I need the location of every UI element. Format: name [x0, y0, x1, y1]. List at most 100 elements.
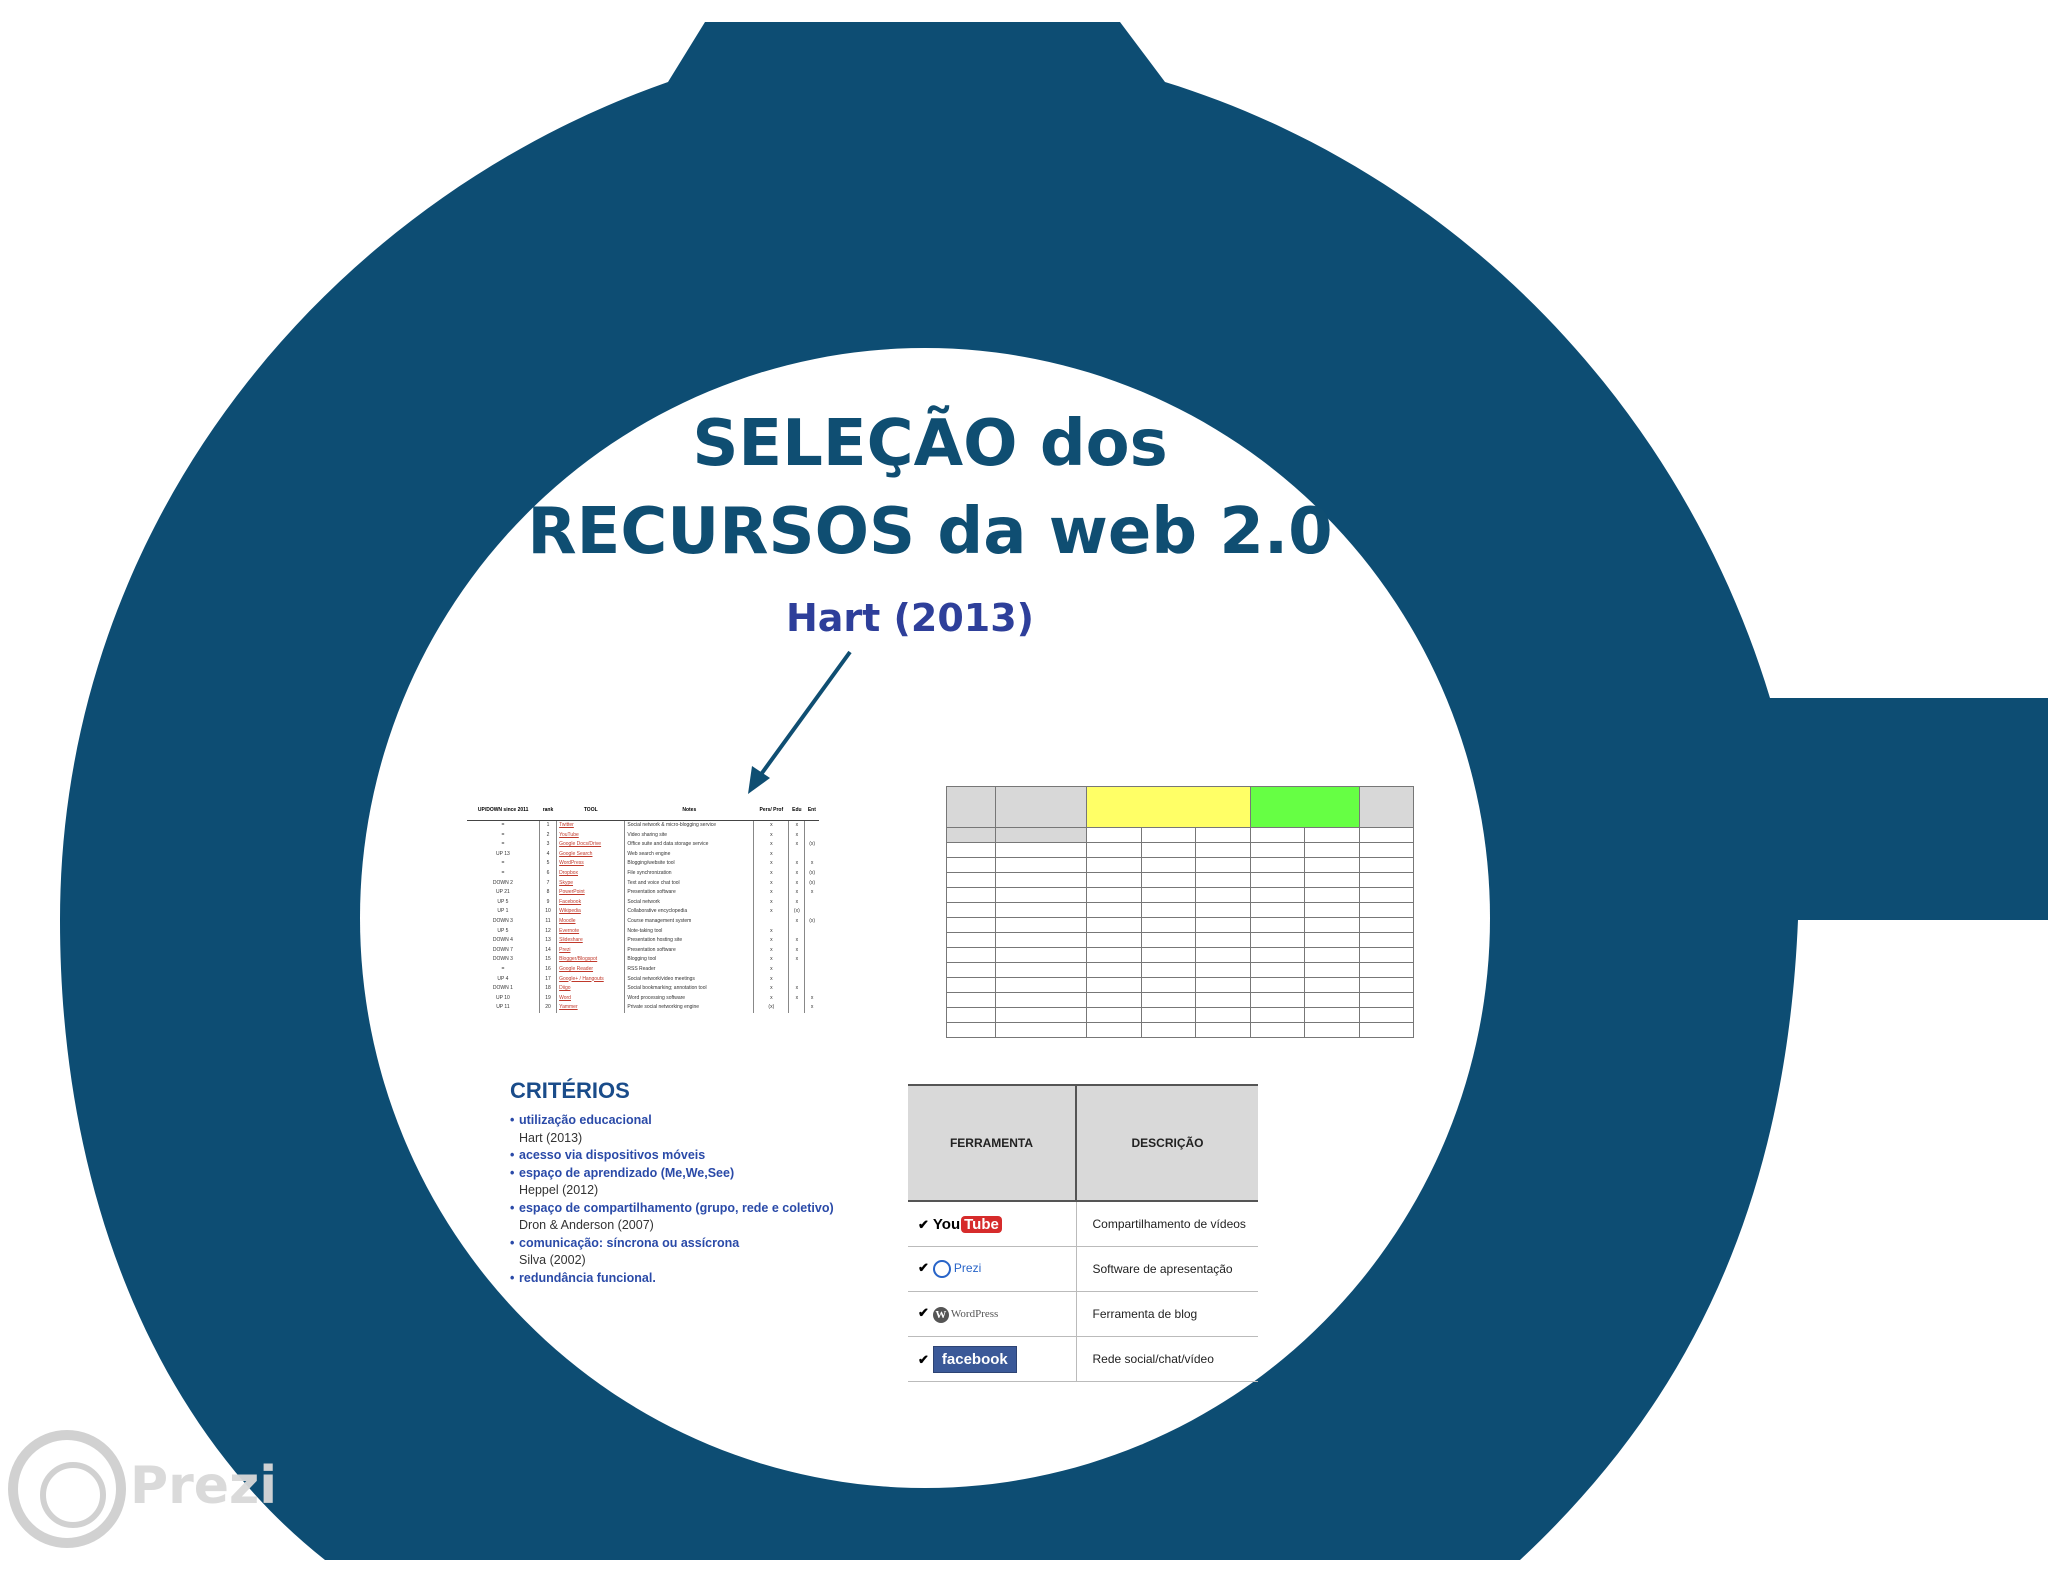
tool-link[interactable]: Google Reader — [556, 964, 626, 975]
table-cell: x — [753, 945, 790, 956]
criteria-item: redundância funcional. — [510, 1270, 890, 1288]
table-cell — [995, 992, 1087, 1008]
table-cell: x — [788, 897, 806, 908]
tool-link[interactable]: Word — [556, 993, 626, 1004]
tools-header-description: DESCRIÇÃO — [1076, 1084, 1258, 1202]
table-cell — [995, 842, 1087, 858]
table-row — [946, 992, 1414, 1008]
table-cell: = — [467, 830, 540, 841]
table-cell: Course management system — [624, 916, 755, 927]
table-cell: Text and voice chat tool — [624, 878, 755, 889]
tool-link[interactable]: Google Search — [556, 849, 626, 860]
tool-link[interactable]: Twitter — [556, 820, 626, 831]
criteria-reference: Dron & Anderson (2007) — [519, 1218, 654, 1232]
table-cell — [1249, 887, 1305, 903]
table-cell: = — [467, 964, 540, 975]
table-cell — [1195, 842, 1251, 858]
table-cell — [1304, 842, 1360, 858]
ranking-header-cell: UP/DOWN since 2011 — [467, 800, 540, 821]
table-row — [946, 917, 1414, 933]
tool-link[interactable]: Google+ / Hangouts — [556, 974, 626, 985]
criteria-label: comunicação: síncrona ou assícrona — [519, 1235, 740, 1250]
slide-title: SELEÇÃO dos RECURSOS da web 2.0 — [430, 400, 1430, 576]
table-cell: 11 — [539, 916, 558, 927]
table-cell: (x) — [809, 841, 816, 848]
table-cell: Blogging/website tool — [624, 859, 755, 869]
tool-link[interactable]: Skype — [556, 878, 626, 889]
tool-link[interactable]: YouTube — [556, 830, 626, 841]
table-cell: x — [810, 994, 814, 1001]
table-cell: x — [788, 916, 806, 927]
table-cell — [1304, 962, 1360, 978]
table-cell — [995, 902, 1087, 918]
table-cell — [1304, 857, 1360, 873]
tool-link[interactable]: Prezi — [556, 945, 626, 956]
table-cell: 18 — [539, 984, 558, 994]
table-cell — [1195, 872, 1251, 888]
table-cell: Social network — [624, 897, 755, 908]
ranking-header-cell: rank — [539, 800, 557, 821]
table-cell — [805, 821, 819, 831]
table-cell — [1086, 842, 1142, 858]
table-cell: 8 — [539, 888, 558, 898]
tool-link[interactable]: Diigo — [556, 984, 626, 994]
tool-link[interactable]: Slideshare — [556, 936, 626, 946]
table-cell: UP 4 — [467, 974, 540, 985]
tool-link[interactable]: Facebook — [556, 897, 626, 908]
table-cell — [1358, 947, 1414, 963]
table-cell — [995, 917, 1087, 933]
table-row — [946, 977, 1414, 993]
ranking-header-cell: TOOL — [556, 800, 625, 821]
table-cell — [753, 916, 790, 927]
table-cell: Blogging tool — [624, 955, 755, 965]
table-cell — [1086, 962, 1142, 978]
comparison-header-cell — [995, 786, 1087, 828]
table-cell: Private social networking engine — [624, 1003, 755, 1013]
table-cell: 10 — [539, 907, 558, 917]
table-cell — [1140, 872, 1196, 888]
table-cell — [946, 857, 996, 873]
table-cell — [995, 1007, 1087, 1023]
table-row — [946, 932, 1414, 948]
table-cell: 4 — [539, 849, 558, 860]
criteria-item: comunicação: síncrona ou assícronaSilva … — [510, 1235, 890, 1270]
table-row — [946, 872, 1414, 888]
table-cell — [1086, 872, 1142, 888]
tool-link[interactable]: WordPress — [556, 859, 626, 869]
table-cell: x — [788, 993, 806, 1004]
comparison-group-gray — [1358, 786, 1414, 828]
table-cell — [1195, 887, 1251, 903]
tool-link[interactable]: Wikipedia — [556, 907, 626, 917]
comparison-subheader-cell — [1358, 827, 1414, 843]
table-cell — [1140, 992, 1196, 1008]
criteria-heading: CRITÉRIOS — [510, 1078, 630, 1103]
table-cell — [1086, 887, 1142, 903]
table-cell — [1140, 842, 1196, 858]
tool-link[interactable]: Moodle — [556, 916, 626, 927]
table-cell: (x) — [788, 907, 806, 917]
table-cell — [805, 831, 819, 841]
tool-description: Ferramenta de blog — [1076, 1291, 1258, 1337]
table-cell: x — [753, 868, 790, 879]
table-cell: x — [753, 955, 790, 965]
check-icon: ✔ — [918, 1260, 929, 1276]
table-cell — [1086, 902, 1142, 918]
table-cell — [1249, 1007, 1305, 1023]
tool-description: Software de apresentação — [1076, 1246, 1258, 1292]
table-cell — [1304, 872, 1360, 888]
tool-link[interactable]: Yammer — [556, 1003, 626, 1013]
table-cell — [1140, 917, 1196, 933]
tool-link[interactable]: Dropbox — [556, 868, 626, 879]
tool-link[interactable]: Blogger/Blogspot — [556, 955, 626, 965]
table-cell: x — [753, 830, 790, 841]
tool-link[interactable]: Evernote — [556, 926, 626, 937]
tool-link[interactable]: PowerPoint — [556, 888, 626, 898]
tool-link[interactable]: Google Docs/Drive — [556, 840, 626, 850]
